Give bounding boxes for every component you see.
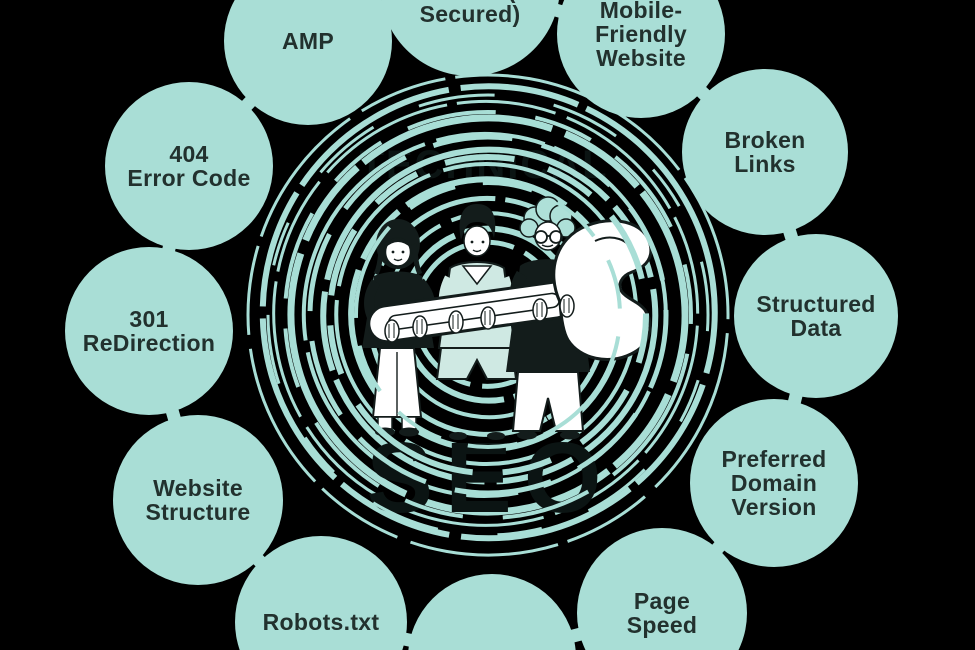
node-label: Secured) xyxy=(419,1,521,27)
hands-icon xyxy=(384,294,575,343)
center-title-bottom: SEO xyxy=(366,422,613,534)
node-404-error-code: 404 Error Code xyxy=(105,82,273,250)
node-label: Broken xyxy=(724,127,806,153)
node-label: HTTPS ( xyxy=(424,0,516,2)
node-https-secured: HTTPS ( Secured) xyxy=(380,0,560,76)
node-label: Data xyxy=(790,315,842,341)
node-label: ReDirection xyxy=(82,330,216,356)
node-label: Version xyxy=(731,494,817,520)
node-structured-data: Structured Data xyxy=(734,234,898,398)
node-label: Structured xyxy=(756,291,876,317)
node-label: Domain xyxy=(730,470,818,496)
node-label: Error Code xyxy=(127,165,251,191)
node-website-structure: Website Structure xyxy=(113,415,283,585)
node-label: Page xyxy=(633,588,691,614)
node-label: Preferred xyxy=(721,446,827,472)
node-label: 404 xyxy=(169,141,209,167)
node-label: Structure xyxy=(145,499,251,525)
node-label: Speed xyxy=(626,612,698,638)
node-label: Website xyxy=(153,475,243,501)
overlay-arcs-icon xyxy=(266,93,710,537)
node-301-redirection: 301 ReDirection xyxy=(65,247,233,415)
node-label: Friendly xyxy=(595,21,687,47)
node-label: 301 xyxy=(129,306,169,332)
node-label: Mobile- xyxy=(599,0,683,23)
node-label: Links xyxy=(734,151,796,177)
node-label: AMP xyxy=(281,28,334,54)
node-preferred-domain-version: Preferred Domain Version xyxy=(690,399,858,567)
node-label: Robots.txt xyxy=(262,609,380,635)
node-broken-links: Broken Links xyxy=(682,69,848,235)
node-label: Website xyxy=(596,45,686,71)
